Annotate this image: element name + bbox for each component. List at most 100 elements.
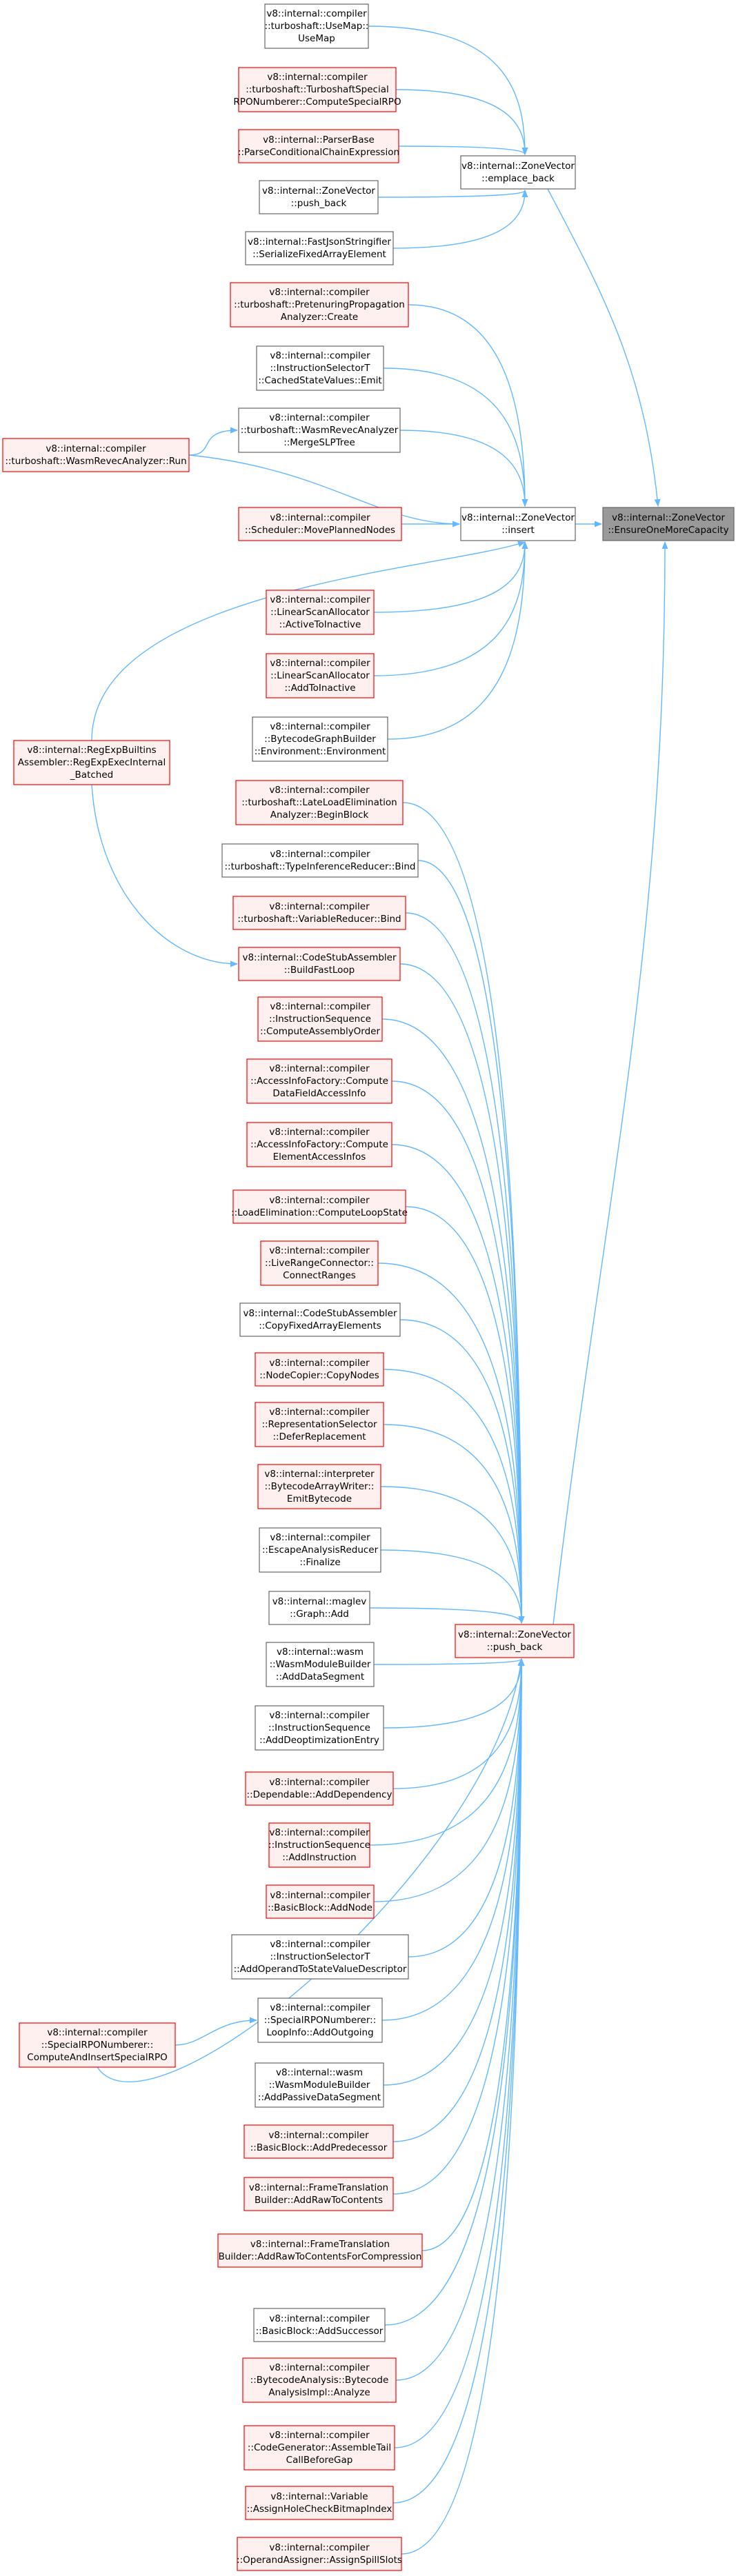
node-box-pretenuring [230,282,409,328]
node-label-line: v8::internal::compiler [269,1827,370,1838]
node-label-line: v8::internal::wasm [276,2067,363,2078]
node-box-assignspill [237,2537,402,2571]
node-box-liverange [260,1240,379,1286]
node-label-line: v8::internal::compiler [267,72,368,83]
node-emplace_back[interactable]: v8::internal::ZoneVector::emplace_back [460,155,576,190]
node-cachedstate[interactable]: v8::internal::compiler::InstructionSelec… [256,345,384,391]
node-addnode[interactable]: v8::internal::compiler::BasicBlock::AddN… [266,1884,375,1919]
node-moveplanned[interactable]: v8::internal::compiler::Scheduler::MoveP… [238,507,402,541]
node-box-nodecopier [255,1352,384,1387]
node-loadelim[interactable]: v8::internal::compiler::LoadElimination:… [231,1189,408,1224]
node-box-wasmdataseg [266,1642,375,1687]
node-label-line: ::turboshaft::TurboshaftSpecial [246,84,389,95]
node-computeinsert[interactable]: v8::internal::compiler::SpecialRPONumber… [19,2022,176,2068]
node-label-line: v8::internal::compiler [270,658,370,669]
node-box-cachedstate [256,345,384,391]
node-label-line: ::push_back [487,1642,543,1653]
node-assemblyorder[interactable]: v8::internal::compiler::InstructionSeque… [257,996,383,1042]
node-label-line: v8::internal::compiler [269,1063,370,1074]
node-elementaccess[interactable]: v8::internal::compiler::AccessInfoFactor… [246,1122,392,1167]
node-box-push_back_main [455,1624,575,1658]
node-datafield[interactable]: v8::internal::compiler::AccessInfoFactor… [246,1058,392,1104]
node-label-line: v8::internal::FastJsonStringifier [248,237,391,248]
node-parsecond[interactable]: v8::internal::ParserBase::ParseCondition… [238,129,399,163]
node-label-line: ::LinearScanAllocator [270,670,370,681]
node-box-typeinference [221,843,419,878]
node-activetoinactive[interactable]: v8::internal::compiler::LinearScanAlloca… [266,590,375,635]
node-box-variablereducer [232,896,406,930]
node-assembletail[interactable]: v8::internal::compiler::CodeGenerator::A… [243,2425,395,2471]
node-push_back_main[interactable]: v8::internal::ZoneVector::push_back [455,1624,575,1658]
node-adddependency[interactable]: v8::internal::compiler::Dependable::AddD… [245,1771,394,1806]
node-label-line: ::Graph::Add [290,1609,349,1620]
node-label-line: ::LiveRangeConnector:: [265,1258,374,1269]
node-bytecodeanalysis[interactable]: v8::internal::compiler::BytecodeAnalysis… [242,2357,397,2403]
edge-regexpbuiltins-to-buildfastloop [91,784,238,967]
node-label-line: AnalysisImpl::Analyze [268,2387,370,2398]
node-label-line: ::AccessInfoFactory::Compute [250,1076,388,1087]
edge-adddependency-to-push_back_main [392,1658,525,1789]
node-label-line: v8::internal::compiler [269,1407,370,1418]
node-pretenuring[interactable]: v8::internal::compiler::turboshaft::Pret… [230,282,409,328]
node-mergeslp[interactable]: v8::internal::compiler::turboshaft::Wasm… [238,407,401,453]
node-regexpbuiltins[interactable]: v8::internal::RegExpBuiltinsAssembler::R… [13,740,170,785]
node-addoutgoing[interactable]: v8::internal::compiler::SpecialRPONumber… [257,1998,383,2043]
node-addrawcomp[interactable]: v8::internal::FrameTranslationBuilder::A… [217,2233,423,2268]
node-addraw[interactable]: v8::internal::FrameTranslationBuilder::A… [243,2177,394,2211]
node-target[interactable]: v8::internal::ZoneVector::EnsureOneMoreC… [602,507,735,541]
node-addpredecessor[interactable]: v8::internal::compiler::BasicBlock::AddP… [243,2124,394,2159]
node-label-line: ::EscapeAnalysisReducer [262,1544,379,1556]
node-addsuccessor[interactable]: v8::internal::compiler::BasicBlock::AddS… [253,2308,386,2342]
node-maglevadd[interactable]: v8::internal::maglev::Graph::Add [268,1591,370,1625]
node-label-line: ConnectRanges [283,1270,356,1281]
node-emitbytecode[interactable]: v8::internal::interpreter::BytecodeArray… [257,1464,381,1509]
node-nodecopier[interactable]: v8::internal::compiler::NodeCopier::Copy… [255,1352,384,1387]
node-push_back_small[interactable]: v8::internal::ZoneVector::push_back [259,180,379,214]
node-label-line: ::DeferReplacement [272,1431,366,1442]
node-label-line: ::AddOperandToStateValueDescriptor [234,1964,407,1975]
node-usemap[interactable]: v8::internal::compiler::turboshaft::UseM… [264,3,369,49]
node-wasmdataseg[interactable]: v8::internal::wasm::WasmModuleBuilder::A… [266,1642,375,1687]
node-label-line: v8::internal::compiler [270,1001,370,1012]
node-label-line: ::emplace_back [481,173,555,184]
node-passivedata[interactable]: v8::internal::wasm::WasmModuleBuilder::A… [255,2062,384,2108]
node-typeinference[interactable]: v8::internal::compiler::turboshaft::Type… [221,843,419,878]
node-label-line: v8::internal::FrameTranslation [249,2182,388,2193]
node-buildfastloop[interactable]: v8::internal::CodeStubAssembler::BuildFa… [238,947,401,981]
node-label-line: v8::internal::compiler [269,2313,370,2324]
node-label-line: v8::internal::Variable [270,2491,368,2502]
node-escapefinalize[interactable]: v8::internal::compiler::EscapeAnalysisRe… [259,1527,381,1573]
node-revecrun[interactable]: v8::internal::compiler::turboshaft::Wasm… [2,438,190,472]
node-copyfixed[interactable]: v8::internal::CodeStubAssembler::CopyFix… [239,1302,401,1337]
node-bytecodegraph[interactable]: v8::internal::compiler::BytecodeGraphBui… [252,716,388,762]
node-label-line: ::Finalize [299,1557,340,1568]
node-addoperand[interactable]: v8::internal::compiler::InstructionSelec… [231,1934,409,1980]
node-label-line: v8::internal::compiler [269,287,370,298]
node-box-emplace_back [460,155,576,190]
node-adddeopt[interactable]: v8::internal::compiler::InstructionSeque… [255,1705,384,1751]
node-label-line: v8::internal::compiler [270,594,370,605]
node-label-line: v8::internal::compiler [268,2130,369,2141]
node-variablereducer[interactable]: v8::internal::compiler::turboshaft::Vari… [232,896,406,930]
edge-liverange-to-push_back_main [377,1262,525,1624]
node-label-line: ::Scheduler::MovePlannedNodes [245,525,395,536]
node-liverange[interactable]: v8::internal::compiler::LiveRangeConnect… [260,1240,379,1286]
edge-buildfastloop-to-push_back_main [399,963,525,1624]
node-insert[interactable]: v8::internal::ZoneVector::insert [460,507,576,541]
node-addinstruction[interactable]: v8::internal::compiler::InstructionSeque… [268,1822,370,1868]
edge-regexpbuiltins-to-insert [91,541,526,741]
node-label-line: ::InstructionSequence [268,1722,370,1733]
node-box-copyfixed [239,1302,401,1337]
node-label-line: v8::internal::compiler [47,2027,148,2038]
node-specialrpo[interactable]: v8::internal::compiler::turboshaft::Turb… [233,67,401,112]
node-addtoinactive[interactable]: v8::internal::compiler::LinearScanAlloca… [266,653,375,698]
node-assignspill[interactable]: v8::internal::compiler::OperandAssigner:… [237,2537,402,2571]
node-representation[interactable]: v8::internal::compiler::RepresentationSe… [255,1402,384,1447]
edges [91,26,668,2555]
edge-representation-to-push_back_main [383,1424,525,1624]
node-label-line: ::OperandAssigner::AssignSpillSlots [237,2555,402,2566]
node-assignhole[interactable]: v8::internal::Variable::AssignHoleCheckB… [245,2486,394,2520]
node-label-line: Analyzer::Create [281,312,358,323]
node-fastjson[interactable]: v8::internal::FastJsonStringifier::Seria… [245,231,394,265]
node-lateload[interactable]: v8::internal::compiler::turboshaft::Late… [235,780,404,825]
